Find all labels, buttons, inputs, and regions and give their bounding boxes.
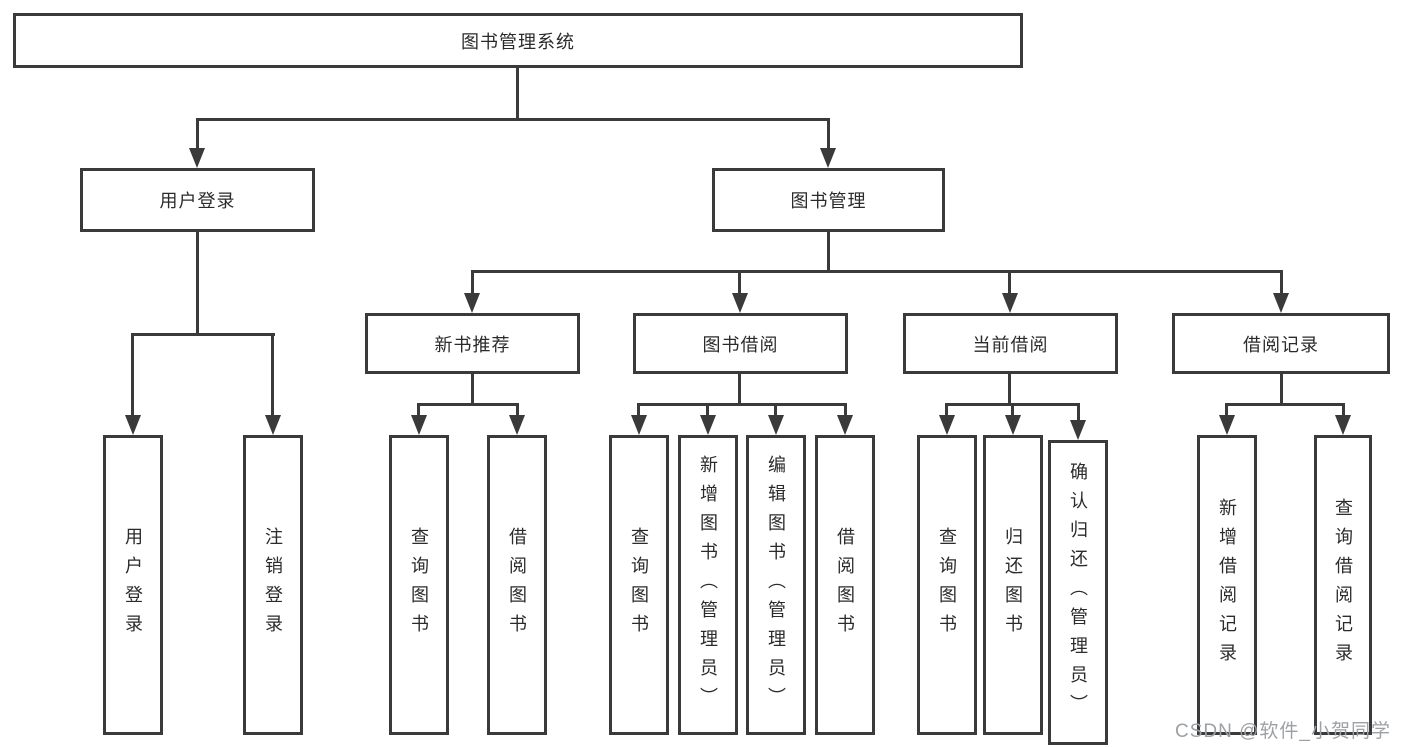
connector-line xyxy=(417,403,519,406)
node-label: 用户登录 xyxy=(123,527,143,643)
connector-line xyxy=(471,270,474,293)
connector-line xyxy=(1280,374,1283,405)
node-label: 编辑图书（管理员） xyxy=(766,454,786,716)
connector-line xyxy=(827,232,830,272)
connector-line xyxy=(706,403,709,415)
node-book-management: 图书管理 xyxy=(712,168,945,232)
connector-line xyxy=(131,333,134,415)
node-label: 归还图书 xyxy=(1003,527,1023,643)
arrow-down-icon xyxy=(1002,293,1018,313)
leaf-return-books: 归还图书 xyxy=(983,435,1043,735)
connector-line xyxy=(738,270,741,293)
leaf-borrow-books-recommend: 借阅图书 xyxy=(487,435,547,735)
leaf-confirm-return-admin: 确认归还（管理员） xyxy=(1048,440,1108,745)
connector-line xyxy=(945,403,948,415)
arrow-down-icon xyxy=(768,415,784,435)
node-label: 用户登录 xyxy=(159,191,236,211)
connector-line xyxy=(471,374,474,405)
connector-line xyxy=(196,118,199,150)
connector-line xyxy=(738,374,741,405)
node-label: 查询图书 xyxy=(629,527,649,643)
arrow-down-icon xyxy=(189,148,205,168)
connector-line xyxy=(516,403,519,415)
leaf-user-login: 用户登录 xyxy=(103,435,163,735)
leaf-edit-books-admin: 编辑图书（管理员） xyxy=(746,435,806,735)
node-book-borrow: 图书借阅 xyxy=(633,313,848,374)
node-label: 借阅图书 xyxy=(835,527,855,643)
connector-line xyxy=(516,68,519,120)
connector-line xyxy=(1077,403,1080,420)
arrow-down-icon xyxy=(265,415,281,435)
node-library-system: 图书管理系统 xyxy=(13,13,1023,68)
connector-line xyxy=(827,118,830,150)
arrow-down-icon xyxy=(125,415,141,435)
node-label: 查询借阅记录 xyxy=(1333,498,1353,672)
connector-line xyxy=(1008,374,1011,405)
connector-line xyxy=(844,403,847,415)
arrow-down-icon xyxy=(1070,420,1086,440)
node-label: 新增借阅记录 xyxy=(1217,498,1237,672)
connector-line xyxy=(1280,270,1283,293)
arrow-down-icon xyxy=(411,415,427,435)
connector-line xyxy=(271,333,274,415)
connector-line xyxy=(196,118,830,121)
node-label: 确认归还（管理员） xyxy=(1068,462,1088,723)
node-user-login: 用户登录 xyxy=(80,168,315,232)
leaf-add-books-admin: 新增图书（管理员） xyxy=(678,435,738,735)
leaf-logout: 注销登录 xyxy=(243,435,303,735)
node-current-borrow: 当前借阅 xyxy=(903,313,1118,374)
connector-line xyxy=(471,270,1283,273)
arrow-down-icon xyxy=(820,148,836,168)
node-label: 当前借阅 xyxy=(972,334,1049,355)
connector-line xyxy=(1342,403,1345,415)
node-label: 借阅记录 xyxy=(1243,334,1319,355)
node-label: 注销登录 xyxy=(263,527,283,643)
arrow-down-icon xyxy=(837,415,853,435)
arrow-down-icon xyxy=(509,415,525,435)
arrow-down-icon xyxy=(1005,415,1021,435)
connector-line xyxy=(417,403,420,415)
node-label: 查询图书 xyxy=(937,527,957,643)
node-borrow-records: 借阅记录 xyxy=(1172,313,1390,374)
node-label: 图书管理系统 xyxy=(461,31,575,52)
node-label: 新增图书（管理员） xyxy=(698,454,718,716)
connector-line xyxy=(637,403,640,415)
leaf-query-books-current: 查询图书 xyxy=(917,435,977,735)
leaf-query-books-borrow: 查询图书 xyxy=(609,435,669,735)
arrow-down-icon xyxy=(464,293,480,313)
connector-line xyxy=(196,232,199,335)
leaf-query-books-recommend: 查询图书 xyxy=(389,435,449,735)
connector-line xyxy=(1011,403,1014,415)
node-label: 查询图书 xyxy=(409,527,429,643)
node-new-book-recommend: 新书推荐 xyxy=(365,313,580,374)
arrow-down-icon xyxy=(631,415,647,435)
node-label: 图书借阅 xyxy=(702,334,779,355)
leaf-borrow-books: 借阅图书 xyxy=(815,435,875,735)
node-label: 新书推荐 xyxy=(434,334,511,355)
node-label: 图书管理 xyxy=(790,191,867,211)
arrow-down-icon xyxy=(700,415,716,435)
connector-line xyxy=(1225,403,1228,415)
arrow-down-icon xyxy=(732,293,748,313)
connector-line xyxy=(774,403,777,415)
arrow-down-icon xyxy=(939,415,955,435)
leaf-query-borrow-record: 查询借阅记录 xyxy=(1314,435,1372,735)
connector-line xyxy=(131,333,275,336)
connector-line xyxy=(1008,270,1011,293)
connector-line xyxy=(637,403,847,406)
leaf-add-borrow-record: 新增借阅记录 xyxy=(1197,435,1257,735)
arrow-down-icon xyxy=(1335,415,1351,435)
node-label: 借阅图书 xyxy=(507,527,527,643)
csdn-watermark: CSDN @软件_小贺同学 xyxy=(1175,721,1391,742)
connector-line xyxy=(1225,403,1345,406)
arrow-down-icon xyxy=(1219,415,1235,435)
arrow-down-icon xyxy=(1273,293,1289,313)
